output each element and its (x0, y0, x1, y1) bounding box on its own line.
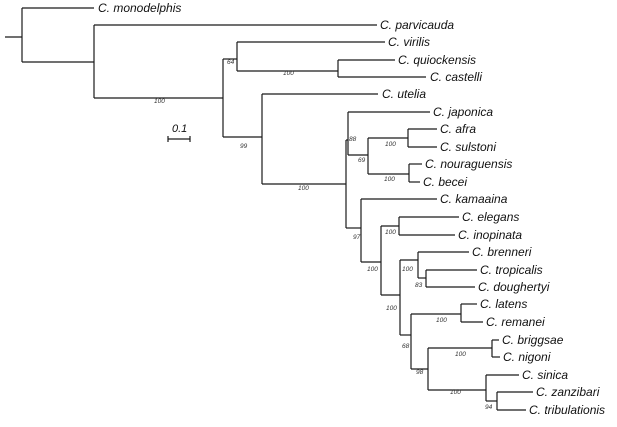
taxon-label-afra: C. afra (440, 122, 476, 136)
support-value: 100 (298, 185, 309, 192)
taxon-label-japonica: C. japonica (433, 105, 493, 119)
taxon-label-zanzibari: C. zanzibari (536, 385, 600, 399)
support-value: 100 (154, 98, 165, 105)
taxon-label-doughertyi: C. doughertyi (478, 280, 550, 294)
support-value: 100 (402, 266, 413, 273)
scale-bar: 0.1 (167, 123, 191, 142)
taxon-label-monodelphis: C. monodelphis (98, 1, 181, 15)
support-value: 100 (367, 266, 378, 273)
support-value: 100 (384, 176, 395, 183)
taxon-label-sulstoni: C. sulstoni (440, 140, 496, 154)
support-value: 100 (436, 317, 447, 324)
taxon-label-nigoni: C. nigoni (503, 350, 551, 364)
taxon-label-kamaaina: C. kamaaina (440, 192, 508, 206)
scale-bar-label: 0.1 (172, 123, 187, 135)
taxon-label-utelia: C. utelia (382, 87, 426, 101)
taxon-label-elegans: C. elegans (462, 210, 519, 224)
taxon-label-nouraguensis: C. nouraguensis (425, 157, 512, 171)
taxon-label-tribulationis: C. tribulationis (529, 403, 605, 417)
support-value: 68 (402, 343, 410, 350)
support-value: 97 (353, 234, 361, 241)
taxon-label-tropicalis: C. tropicalis (480, 263, 543, 277)
support-value: 94 (485, 404, 493, 411)
taxon-labels: C. monodelphis C. parvicauda C. virilis … (98, 1, 605, 417)
taxon-label-parvicauda: C. parvicauda (380, 18, 454, 32)
support-value: 100 (283, 70, 294, 77)
support-value: 100 (450, 389, 461, 396)
support-value: 100 (455, 351, 466, 358)
support-value: 69 (358, 157, 366, 164)
taxon-label-becei: C. becei (423, 175, 467, 189)
support-value: 100 (385, 141, 396, 148)
taxon-label-remanei: C. remanei (486, 315, 545, 329)
taxon-label-latens: C. latens (480, 297, 527, 311)
taxon-label-brenneri: C. brenneri (472, 245, 532, 259)
support-value: 64 (227, 59, 235, 66)
taxon-label-briggsae: C. briggsae (502, 333, 564, 347)
taxon-label-inopinata: C. inopinata (458, 228, 522, 242)
taxon-label-castelli: C. castelli (430, 70, 482, 84)
tree-branches (5, 7, 533, 411)
support-value: 83 (415, 282, 423, 289)
support-value: 98 (416, 369, 424, 376)
support-value: 100 (385, 229, 396, 236)
support-value: 100 (386, 305, 397, 312)
support-value: 99 (240, 143, 248, 150)
taxon-label-quiockensis: C. quiockensis (398, 53, 476, 67)
support-value: 88 (349, 136, 357, 143)
taxon-label-virilis: C. virilis (388, 35, 430, 49)
support-values: 64 100 100 99 100 88 100 69 100 97 100 1… (154, 59, 493, 411)
taxon-label-sinica: C. sinica (522, 368, 568, 382)
